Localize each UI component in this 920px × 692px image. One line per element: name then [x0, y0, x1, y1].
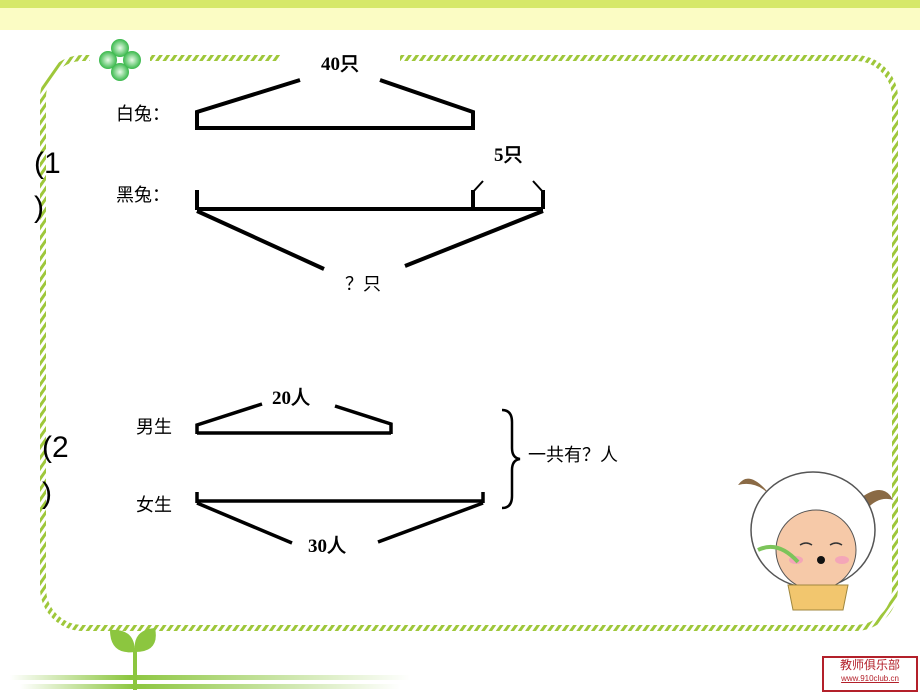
extra-label: 5只 [494, 145, 523, 166]
watermark-stamp: 教师俱乐部 www.910club.cn [822, 656, 918, 692]
white-rabbit-label: 白兔： [116, 104, 170, 125]
problem2-number: (2 [42, 431, 69, 464]
top-band [0, 8, 920, 30]
girls-label: 女生 [136, 495, 172, 516]
total-question: 一共有？人 [528, 445, 618, 466]
white-total-label: 40只 [321, 54, 360, 75]
watermark-line1: 教师俱乐部 [839, 658, 900, 672]
boys-count-label: 20人 [272, 388, 311, 409]
watermark-line2: www.910club.cn [841, 674, 899, 683]
black-rabbit-label: 黑兔： [116, 185, 170, 206]
boys-label: 男生 [136, 417, 172, 438]
sprout-icon [10, 628, 410, 690]
problem2-number-close: ) [42, 477, 52, 510]
girls-count-label: 30人 [308, 536, 347, 557]
problem1-number-close: ) [34, 191, 44, 224]
top-bar [0, 0, 920, 8]
black-total-question: ？只 [345, 274, 381, 295]
sheep-illustration [738, 471, 893, 611]
problem1-number: (1 [34, 147, 61, 180]
clover-icon [99, 39, 141, 81]
